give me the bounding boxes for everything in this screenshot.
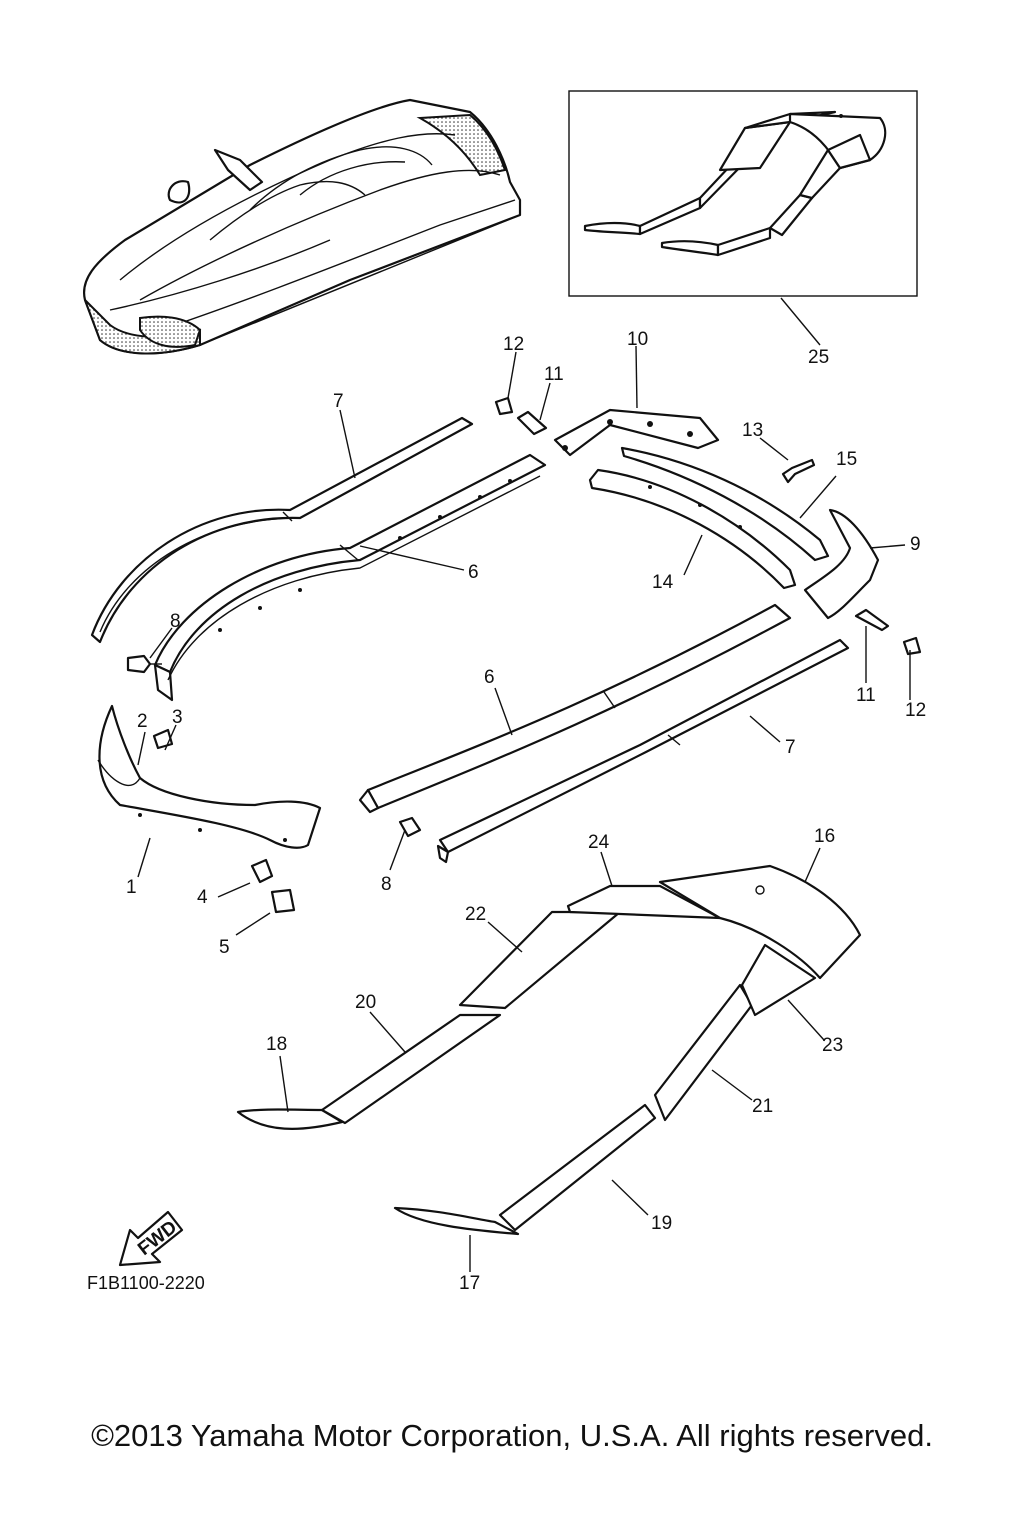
callout-8-upper: 8 [170, 611, 181, 632]
copyright-notice: ©2013 Yamaha Motor Corporation, U.S.A. A… [91, 1418, 933, 1453]
callout-22: 22 [465, 904, 486, 925]
callout-12-lower: 12 [905, 700, 926, 721]
callout-21: 21 [752, 1096, 773, 1117]
callout-25: 25 [808, 347, 829, 368]
callout-9: 9 [910, 534, 921, 555]
callout-8-lower: 8 [381, 874, 392, 895]
upper-rail-parts [90, 416, 547, 702]
front-nose-part [97, 704, 322, 849]
callout-23: 23 [822, 1035, 843, 1056]
callout-2: 2 [137, 711, 148, 732]
callout-12-upper: 12 [503, 334, 524, 355]
callout-16: 16 [814, 826, 835, 847]
callout-19: 19 [651, 1213, 672, 1234]
callout-7-upper: 7 [333, 391, 344, 412]
callout-5: 5 [219, 937, 230, 958]
deck-mat-parts [236, 864, 862, 1236]
callout-13: 13 [742, 420, 763, 441]
lower-rail-parts [358, 603, 850, 864]
forward-arrow: FWD [118, 1210, 184, 1267]
rear-trim-parts [553, 408, 880, 620]
callout-3: 3 [172, 707, 183, 728]
callout-17: 17 [459, 1273, 480, 1294]
drawing-code: F1B1100-2220 [87, 1273, 205, 1293]
callout-6-lower: 6 [484, 667, 495, 688]
callout-4: 4 [197, 887, 208, 908]
callout-7-lower: 7 [785, 737, 796, 758]
callout-18: 18 [266, 1034, 287, 1055]
deck-mat-assembly-box [568, 90, 918, 297]
callout-6-upper: 6 [468, 562, 479, 583]
callout-24: 24 [588, 832, 610, 853]
callout-15: 15 [836, 449, 857, 470]
leader-lines [137, 297, 911, 1272]
callout-11-upper: 11 [544, 364, 564, 385]
callout-labels: 1 2 3 4 5 6 6 7 7 8 8 9 10 11 11 12 12 1… [126, 329, 926, 1294]
callout-20: 20 [355, 992, 376, 1013]
callout-14: 14 [652, 572, 674, 593]
callout-10: 10 [627, 329, 648, 350]
callout-1: 1 [126, 877, 137, 898]
watercraft-overview [82, 98, 522, 355]
callout-11-lower: 11 [856, 685, 876, 706]
